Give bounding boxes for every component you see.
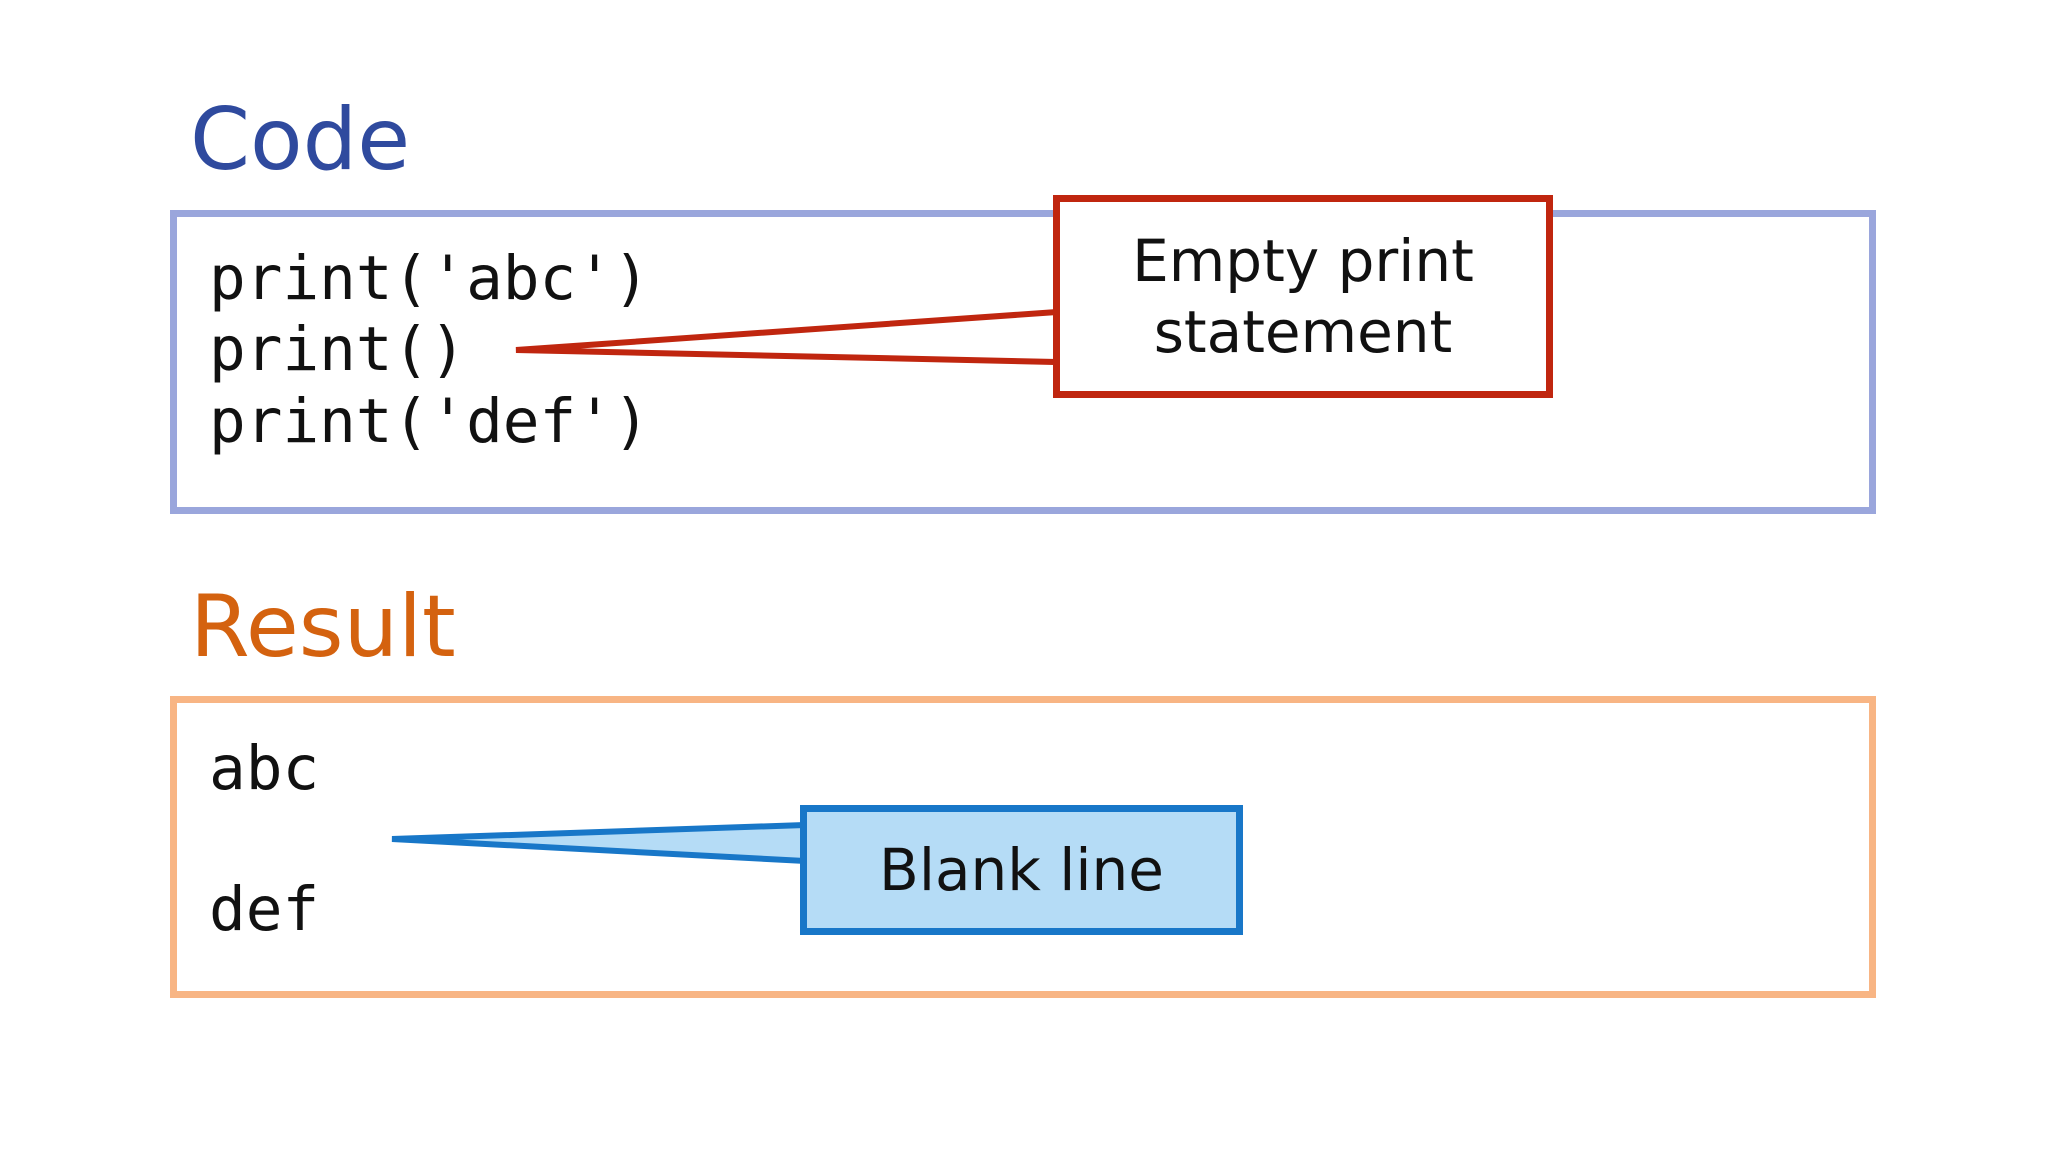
empty-print-pointer: [515, 308, 1060, 366]
empty-print-callout-line2: statement: [1153, 297, 1453, 366]
result-heading: Result: [190, 577, 456, 677]
code-heading: Code: [190, 90, 411, 190]
code-line-3: print('def'): [209, 386, 650, 457]
code-line-1: print('abc'): [209, 243, 650, 314]
empty-print-callout: Empty print statement: [1053, 195, 1553, 398]
blank-line-pointer: [391, 821, 808, 865]
blank-line-callout-text: Blank line: [879, 836, 1164, 904]
code-line-2: print(): [209, 314, 467, 385]
empty-print-callout-line1: Empty print: [1132, 226, 1474, 295]
blank-line-callout: Blank line: [800, 805, 1243, 935]
result-line-3: def: [209, 874, 320, 945]
result-line-1: abc: [209, 733, 320, 804]
